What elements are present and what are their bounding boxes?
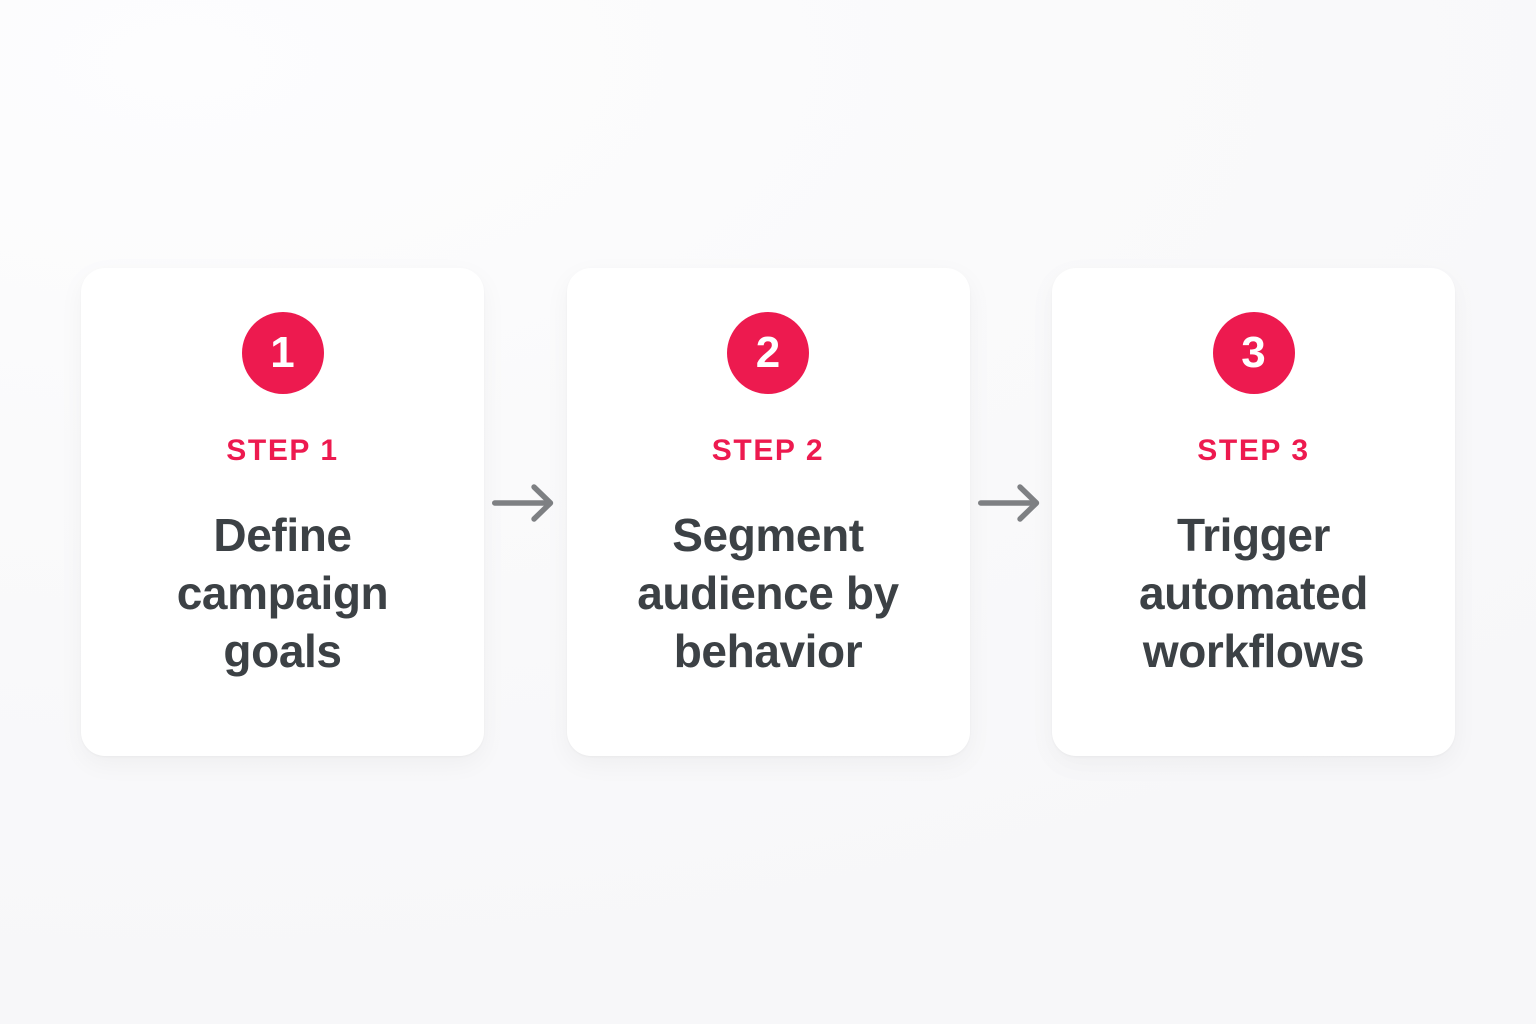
step-number-badge-1: 1 (241, 312, 324, 394)
step-card-3[interactable]: 3 STEP 3 Trigger automated workflows (1052, 268, 1455, 756)
arrow-right-icon (492, 484, 558, 523)
step-label-2: STEP 2 (711, 434, 825, 467)
step-label-3: STEP 3 (1197, 434, 1310, 467)
step-number-badge-3: 3 (1212, 312, 1295, 394)
step-number-badge-2: 2 (727, 312, 809, 394)
step-card-1[interactable]: 1 STEP 1 Define campaign goals (81, 268, 484, 756)
flow-connector-2 (970, 268, 1052, 756)
step-title-1: Define campaign goals (176, 509, 389, 677)
step-label-1: STEP 1 (226, 434, 339, 467)
step-title-3: Trigger automated workflows (1139, 509, 1368, 677)
arrow-right-icon (977, 484, 1044, 523)
flow-connector-1 (484, 268, 566, 756)
step-title-2: Segment audience by behavior (637, 509, 899, 677)
step-flow-container: 1 STEP 1 Define campaign goals 2 STEP 2 … (81, 268, 1455, 756)
step-card-2[interactable]: 2 STEP 2 Segment audience by behavior (566, 268, 970, 756)
